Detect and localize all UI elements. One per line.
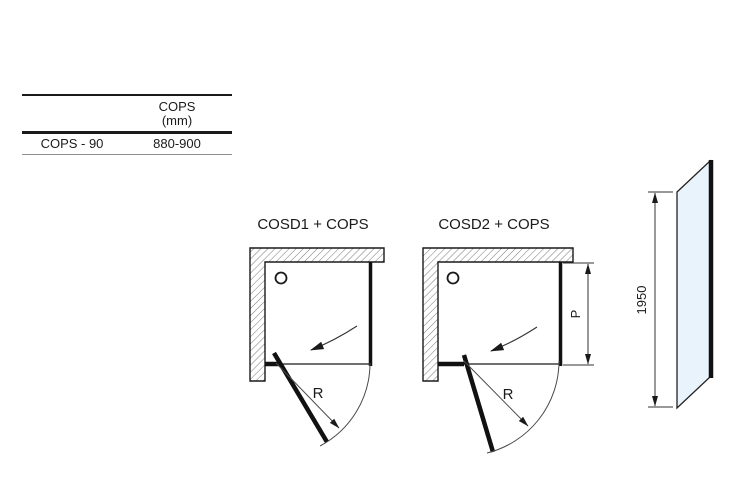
entry-arrow xyxy=(490,326,538,352)
height-dimension-label: 1950 xyxy=(634,286,649,315)
table-mid-rule xyxy=(22,131,232,134)
table-header-unit: (mm) xyxy=(161,113,193,128)
diagram-cosd1: COSD1 + COPS R xyxy=(249,216,385,447)
diagram2-title: COSD2 + COPS xyxy=(438,216,549,233)
table-cell-model: COPS - 90 xyxy=(40,136,104,151)
door-swing-arc xyxy=(319,362,371,447)
wall-hatch xyxy=(422,247,574,382)
radius-label: R xyxy=(313,385,324,402)
table-bottom-rule xyxy=(22,153,232,155)
door-swing-arc xyxy=(486,360,560,454)
table-header-row: COPS (mm) xyxy=(22,96,232,131)
size-table: COPS (mm) COPS - 90 880-900 xyxy=(22,94,232,155)
pivot-door-open xyxy=(272,351,329,444)
drain-icon xyxy=(274,271,288,285)
radius-arrow xyxy=(463,360,529,427)
drain-icon xyxy=(446,271,460,285)
table-top-rule xyxy=(22,94,232,96)
pivot-door-open xyxy=(461,354,496,453)
table-cell-range: 880-900 xyxy=(153,136,201,151)
diagram1-title: COSD1 + COPS xyxy=(257,216,368,233)
table-header-cops-cell: COPS (mm) xyxy=(122,100,232,128)
radius-arrow xyxy=(275,362,340,429)
radius-label: R xyxy=(503,386,514,403)
depth-dimension-label: P xyxy=(568,310,583,319)
glass-pane xyxy=(676,159,711,410)
wall-hatch xyxy=(249,247,385,382)
diagram-cosd2: COSD2 + COPS R P xyxy=(422,216,594,454)
side-panel-view: 1950 xyxy=(634,159,714,410)
table-row: COPS - 90 880-900 xyxy=(22,134,232,154)
table-header-product: COPS xyxy=(158,99,196,114)
entry-arrow xyxy=(310,325,358,351)
